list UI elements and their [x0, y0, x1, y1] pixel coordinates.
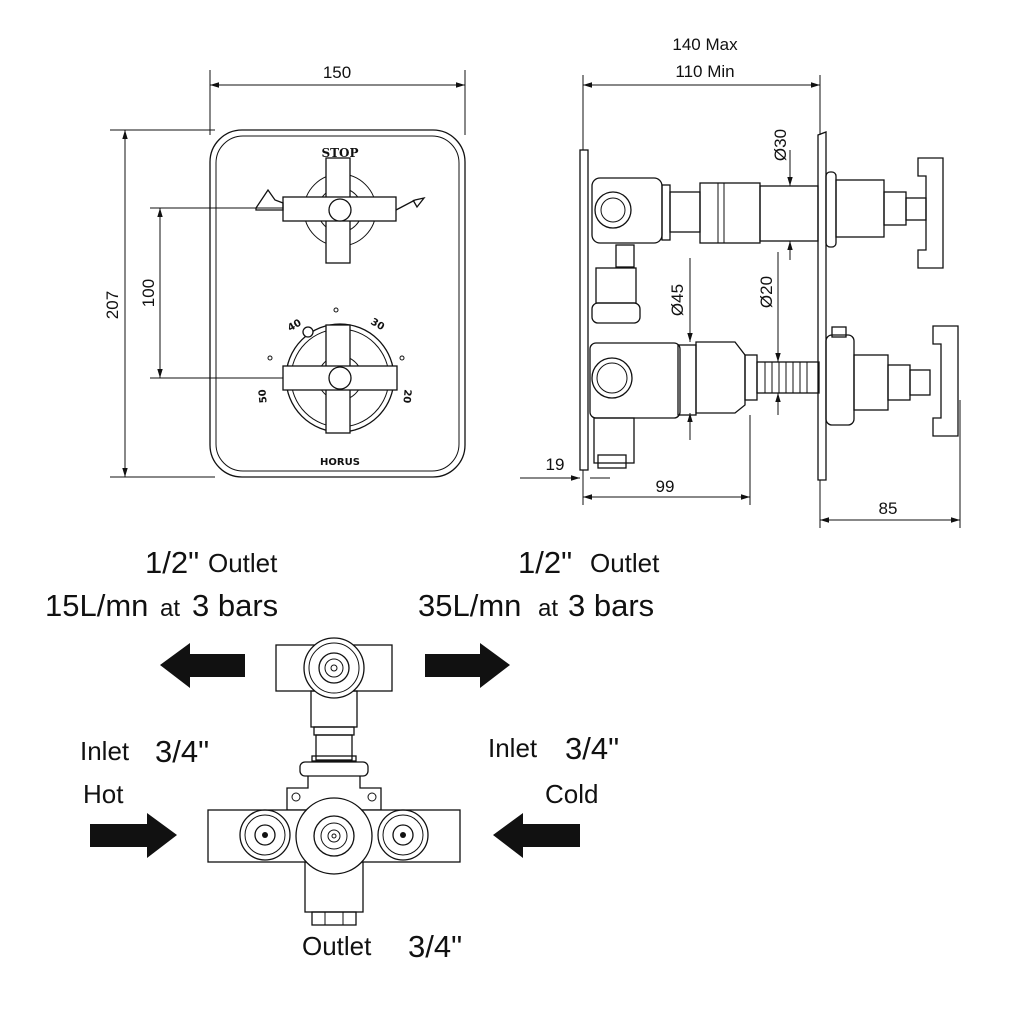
left-flow-rate: 15L/mn	[45, 588, 148, 623]
left-pressure: 3 bars	[192, 588, 278, 623]
cover-plate	[209, 129, 466, 478]
spacing-dimension: 100	[139, 279, 158, 307]
left-outlet-label: Outlet	[208, 548, 278, 578]
diameter-30: Ø30	[771, 129, 790, 161]
dimension-19: 19	[546, 455, 565, 474]
valve-body	[207, 637, 461, 926]
dial-label-50: 50	[257, 389, 269, 404]
stop-label: STOP	[321, 146, 358, 160]
diameter-45: Ø45	[668, 284, 687, 316]
dial-label-30: 30	[368, 317, 386, 334]
stop-handle: STOP	[255, 146, 426, 264]
cold-label: Cold	[545, 779, 598, 809]
min-dimension: 110 Min	[675, 62, 734, 81]
dial-label-40: 40	[286, 318, 304, 335]
side-view: 140 Max 110 Min	[520, 35, 961, 528]
temperature-dial: 40 30 50 20	[257, 307, 413, 434]
right-at: at	[538, 595, 558, 622]
right-outlet-size: 1/2"	[518, 545, 572, 580]
height-dimension: 207	[103, 291, 122, 319]
right-flow-rate: 35L/mn	[418, 588, 521, 623]
hot-label: Hot	[83, 779, 124, 809]
hot-inlet-label: Inlet	[80, 736, 130, 766]
cold-inlet-label: Inlet	[488, 733, 538, 763]
dimension-99: 99	[656, 477, 675, 496]
max-dimension: 140 Max	[672, 35, 738, 54]
cold-inlet-size: 3/4"	[565, 731, 619, 766]
right-outlet-arrow-icon	[425, 643, 510, 688]
dial-label-20: 20	[400, 389, 412, 404]
hot-inlet-size: 3/4"	[155, 734, 209, 769]
right-pressure: 3 bars	[568, 588, 654, 623]
brand-label: HORUS	[320, 457, 360, 468]
cold-inlet-arrow-icon	[493, 813, 580, 858]
left-outlet-arrow-icon	[160, 643, 245, 688]
width-dimension: 150	[323, 63, 351, 82]
front-view: 150 207 100 STOP	[103, 63, 466, 478]
left-at: at	[160, 595, 180, 622]
diameter-20: Ø20	[757, 276, 776, 308]
dimension-85: 85	[879, 499, 898, 518]
hot-inlet-arrow-icon	[90, 813, 177, 858]
bottom-outlet-label: Outlet	[302, 931, 372, 961]
left-outlet-size: 1/2"	[145, 545, 199, 580]
bottom-outlet-size: 3/4"	[408, 929, 462, 964]
right-outlet-label: Outlet	[590, 548, 660, 578]
flow-diagram: 1/2" Outlet 15L/mn at 3 bars 1/2" Outlet…	[45, 545, 660, 964]
